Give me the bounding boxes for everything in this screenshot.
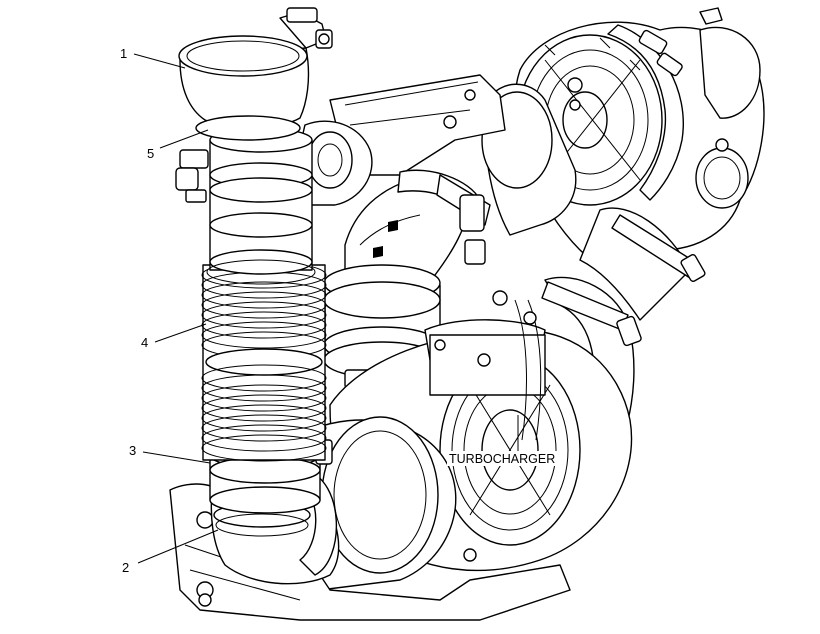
air-inlet-assembly (175, 7, 340, 585)
center-bracket (300, 74, 506, 206)
callout-2: 2 (122, 560, 129, 575)
callout-1: 1 (120, 46, 127, 61)
callout-leaders (133, 53, 519, 564)
callout-5: 5 (147, 146, 154, 161)
turbocharger-label-backdrop (447, 451, 561, 466)
upper-turbocharger (481, 7, 765, 266)
callouts: 1 2 3 4 5 (120, 46, 154, 575)
callout-3: 3 (129, 443, 136, 458)
turbocharger-label: TURBOCHARGER (449, 452, 555, 466)
callout-4: 4 (141, 335, 148, 350)
